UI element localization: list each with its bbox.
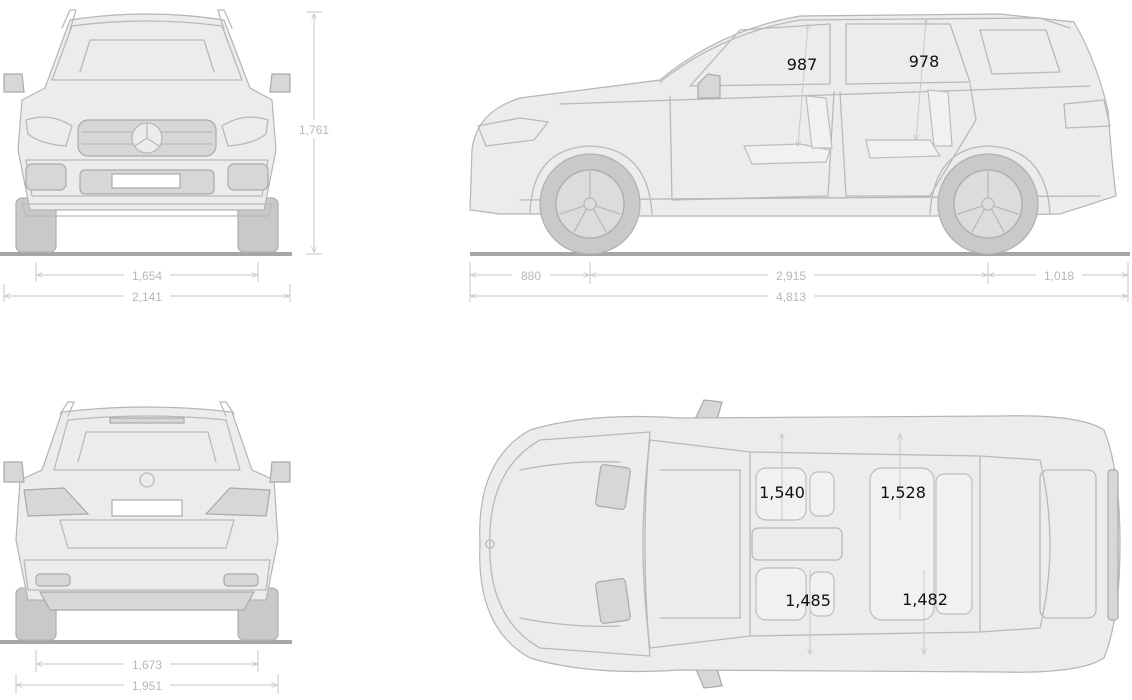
rear-roof-rail-right <box>219 401 235 417</box>
side-taillight <box>1063 99 1111 129</box>
side-headlight <box>477 117 549 147</box>
rear-spoiler-light <box>109 417 185 424</box>
rear-taillight-left <box>23 487 90 517</box>
front-headroom-arrow <box>798 24 808 146</box>
side-mirror <box>697 73 721 99</box>
top-hood-vent-left <box>595 464 631 510</box>
rear-exhaust-left <box>35 573 71 587</box>
side-rear-arch <box>929 145 1051 215</box>
rear-seats-outline <box>77 431 217 463</box>
top-cabin-outline <box>749 451 981 637</box>
top-view: 1,540 1,528 1,485 1,482 <box>479 399 1121 689</box>
rear-mirror-right <box>269 461 291 483</box>
rear-taillight-right <box>204 487 271 517</box>
overall-length-label: 4,813 <box>776 290 806 304</box>
top-hood-vent-right <box>595 578 631 624</box>
front-splitter <box>21 203 273 217</box>
top-hood-creases <box>519 461 621 627</box>
side-front-seat-cushion <box>743 143 831 165</box>
top-dashboard <box>659 469 741 619</box>
rear-window <box>53 415 241 471</box>
side-rear-seat-back <box>927 89 953 147</box>
rear-roof-rail-left <box>59 401 75 417</box>
side-front-arch <box>529 145 653 215</box>
rear-license-plate <box>111 499 183 517</box>
rear-bumper <box>23 559 271 591</box>
front-mirror-left <box>3 73 25 93</box>
front-track-label: 1,654 <box>132 269 162 283</box>
rear-width-label: 1,951 <box>132 679 162 693</box>
rear-headroom-label: 978 <box>909 52 940 71</box>
front-mirror-right <box>269 73 291 93</box>
side-quarter-window <box>979 29 1061 75</box>
side-rear-rim <box>953 169 1023 239</box>
rear-view: 1,673 1,951 <box>0 401 292 694</box>
side-front-window <box>689 23 831 87</box>
rear-diffuser <box>38 591 256 611</box>
front-roof-rail-left <box>61 9 77 31</box>
top-rear-bumper <box>1107 469 1119 621</box>
rear-exhaust-right <box>223 573 259 587</box>
front-height-label: 1,761 <box>299 123 329 137</box>
top-front-backrest-left <box>809 471 835 517</box>
top-center-console <box>751 527 843 561</box>
top-front-emblem <box>485 539 495 549</box>
front-foglight-right <box>227 163 269 191</box>
front-headlight-right <box>221 116 269 147</box>
front-foglight-left <box>25 163 67 191</box>
front-view: 1,761 1,654 2,141 <box>0 9 330 304</box>
front-headroom-label: 987 <box>787 55 818 74</box>
side-beltline <box>559 85 1091 105</box>
front-hip-label: 1,485 <box>785 591 831 610</box>
rear-tailgate <box>59 519 235 549</box>
side-roofline <box>659 17 1071 83</box>
front-license-plate <box>111 173 181 189</box>
top-rear-backrest <box>935 473 973 615</box>
side-front-rim <box>555 169 625 239</box>
wheelbase-label: 2,915 <box>776 269 806 283</box>
side-rear-seat-cushion <box>865 139 942 159</box>
top-front-seat-right <box>755 567 807 621</box>
top-windshield-area <box>642 439 751 649</box>
front-windshield <box>51 20 243 81</box>
top-rear-bench <box>869 467 935 621</box>
rear-headroom-arrow <box>916 20 926 140</box>
front-headlight-left <box>25 116 73 147</box>
rear-track-label: 1,673 <box>132 658 162 672</box>
rear-mirror-left <box>3 461 25 483</box>
front-overhang-label: 880 <box>521 269 541 283</box>
rear-star-emblem <box>139 472 155 488</box>
side-rear-door <box>839 83 977 197</box>
top-rear-window <box>1039 469 1097 619</box>
side-body <box>469 13 1117 217</box>
front-roof-rail-right <box>217 9 233 31</box>
rear-shoulder-label: 1,528 <box>880 483 926 502</box>
front-width-label: 2,141 <box>132 290 162 304</box>
rear-hip-label: 1,482 <box>902 590 948 609</box>
rear-overhang-label: 1,018 <box>1044 269 1074 283</box>
front-seats-outline <box>79 39 215 73</box>
side-view: 987 978 880 2,915 1,018 4,813 <box>469 13 1130 304</box>
top-front-seat-left <box>755 467 807 521</box>
front-shoulder-label: 1,540 <box>759 483 805 502</box>
top-hood <box>489 431 651 657</box>
